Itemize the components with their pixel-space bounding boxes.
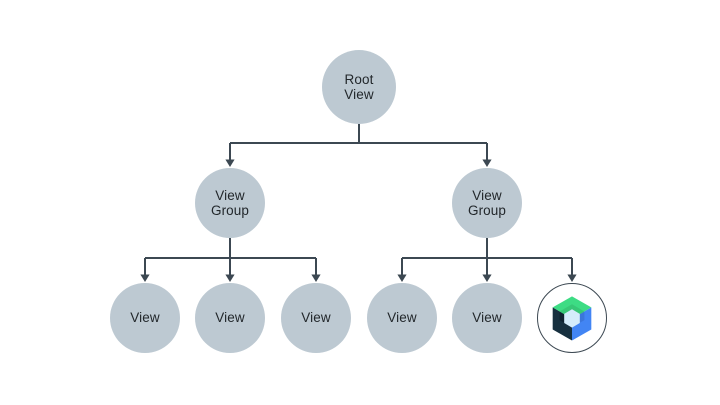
- node-label: View: [472, 310, 502, 326]
- node-view-1[interactable]: View: [110, 283, 180, 353]
- node-label: View: [215, 310, 245, 326]
- node-label: View: [387, 310, 417, 326]
- node-compose[interactable]: [537, 283, 607, 353]
- node-view-5[interactable]: View: [452, 283, 522, 353]
- node-view-3[interactable]: View: [281, 283, 351, 353]
- node-root-view[interactable]: Root View: [322, 50, 396, 124]
- node-label: View Group: [210, 187, 250, 219]
- node-view-2[interactable]: View: [195, 283, 265, 353]
- jetpack-compose-logo-icon: [552, 296, 592, 341]
- node-label: View Group: [467, 187, 507, 219]
- node-label: View: [301, 310, 331, 326]
- node-label: Root View: [344, 71, 374, 103]
- node-view-group-left[interactable]: View Group: [195, 168, 265, 238]
- node-view-4[interactable]: View: [367, 283, 437, 353]
- node-view-group-right[interactable]: View Group: [452, 168, 522, 238]
- node-label: View: [130, 310, 160, 326]
